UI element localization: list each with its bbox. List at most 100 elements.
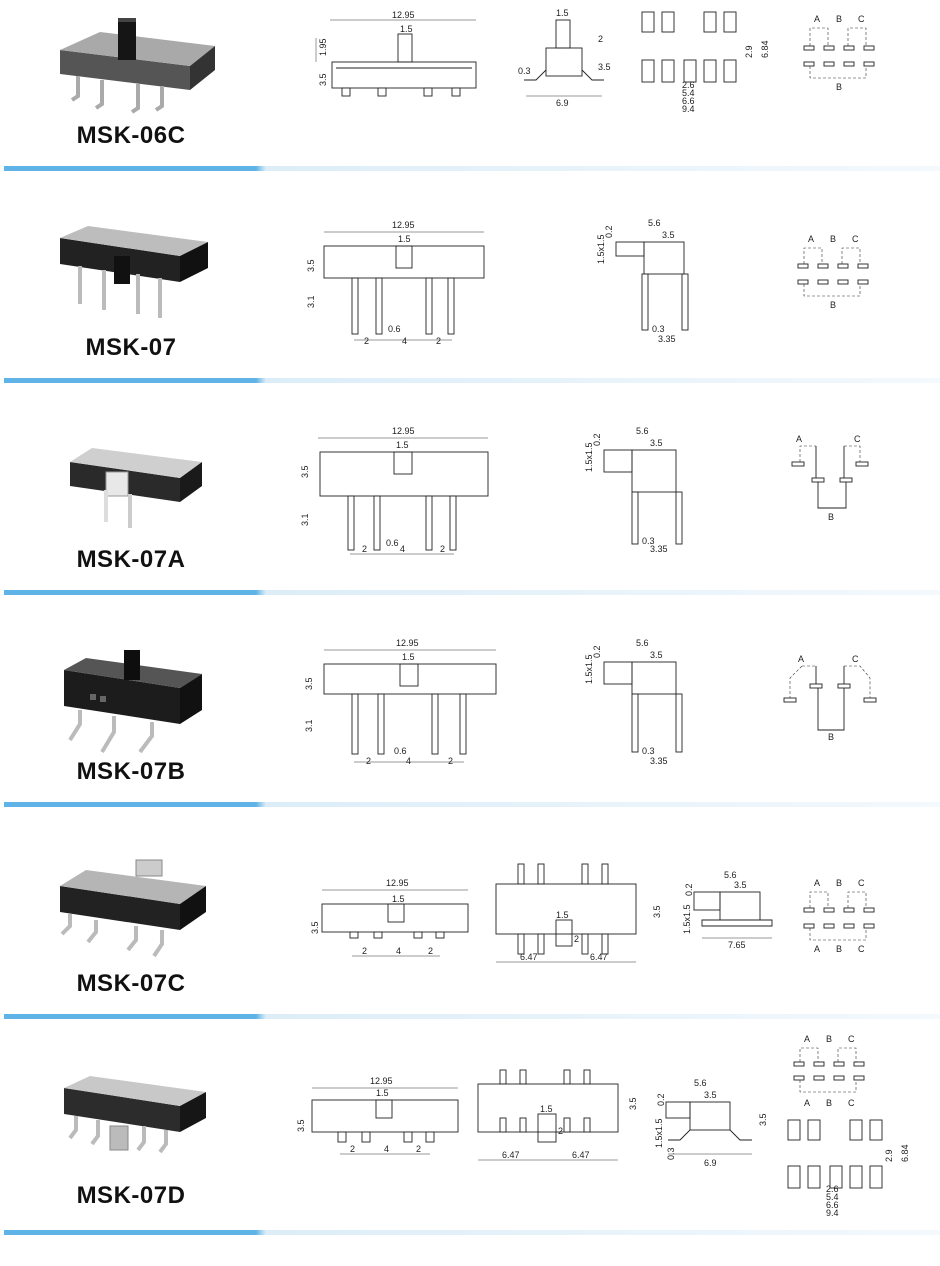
dim-bottom-knob: 1.5 xyxy=(556,910,569,920)
section-divider xyxy=(4,802,940,807)
section-divider xyxy=(4,590,940,595)
dim-pitch-1: 2 xyxy=(366,756,371,766)
circuit-b2: B xyxy=(836,944,842,954)
circuit-a: A xyxy=(814,878,820,888)
dim-knob: 1.5 xyxy=(398,234,411,244)
dim-length: 12.95 xyxy=(386,878,409,888)
dim-side-pin-thick: 0.3 xyxy=(642,746,655,756)
side-view-drawing: 5.6 3.5 0.2 1.5x1.5 0.3 3.35 xyxy=(584,426,683,554)
circuit-c: C xyxy=(852,654,859,664)
dim-length: 12.95 xyxy=(370,1076,393,1086)
dim-pitch-2: 4 xyxy=(400,544,405,554)
section-divider xyxy=(4,166,940,171)
dim-side-top: 0.2 xyxy=(592,433,602,446)
model-label: MSK-06C xyxy=(76,122,186,149)
dim-side-pin-thick: 0.3 xyxy=(652,324,665,334)
circuit-diagram: A C B xyxy=(783,654,877,742)
circuit-c2: C xyxy=(848,1098,855,1108)
circuit-a: A xyxy=(796,434,802,444)
section-divider xyxy=(4,1014,940,1019)
dim-side-h1: 2 xyxy=(598,34,603,44)
dim-side-width: 5.6 xyxy=(694,1078,707,1088)
dim-bottom-right: 6.47 xyxy=(572,1150,590,1160)
dim-pcb-h2: 6.84 xyxy=(760,40,770,58)
dim-knob: 1.5 xyxy=(396,440,409,450)
circuit-b: B xyxy=(830,234,836,244)
dim-side-knob: 3.5 xyxy=(734,880,747,890)
dim-side-knob-size: 1.5x1.5 xyxy=(682,904,692,934)
dim-pcb-h1: 2.9 xyxy=(884,1149,894,1162)
dim-length: 12.95 xyxy=(392,10,415,20)
circuit-b2: B xyxy=(826,1098,832,1108)
dim-side-pin-pitch: 3.35 xyxy=(650,756,668,766)
dim-side-top: 0.2 xyxy=(684,883,694,896)
model-label: MSK-07D xyxy=(76,1182,186,1209)
dim-bottom-left: 6.47 xyxy=(502,1150,520,1160)
dim-length: 12.95 xyxy=(396,638,419,648)
circuit-diagram: A B C A B C xyxy=(793,1034,865,1108)
dim-knob: 1.5 xyxy=(400,24,413,34)
side-view-drawing: 1.5 2 3.5 0.3 6.9 xyxy=(518,8,611,108)
front-view-drawing: 12.95 1.5 3.5 3.1 0.6 2 4 2 xyxy=(306,220,485,346)
product-row-msk-07d: MSK-07D 12.95 1.5 3.5 2 4 2 1.5 2 3.5 6.… xyxy=(0,1034,940,1266)
section-divider xyxy=(4,1230,940,1235)
front-view-drawing: 12.95 1.5 3.5 2 4 2 xyxy=(296,1076,459,1155)
circuit-b: B xyxy=(836,878,842,888)
dim-side-knob: 3.5 xyxy=(650,438,663,448)
dim-pcb-d: 9.4 xyxy=(682,104,695,114)
dim-height: 3.5 xyxy=(310,921,320,934)
dim-pitch-3: 2 xyxy=(436,336,441,346)
dim-side-top: 0.2 xyxy=(604,225,614,238)
section-divider xyxy=(4,378,940,383)
dim-knob: 1.5 xyxy=(376,1088,389,1098)
dim-side-width-2: 6.9 xyxy=(704,1158,717,1168)
model-label: MSK-07 xyxy=(85,334,177,361)
dim-pcb-b: 5.4 xyxy=(682,88,695,98)
dim-side-width: 5.6 xyxy=(636,426,649,436)
circuit-a: A xyxy=(798,654,804,664)
circuit-a2: A xyxy=(804,1098,810,1108)
dim-knob: 1.5 xyxy=(402,652,415,662)
dim-pitch-3: 2 xyxy=(448,756,453,766)
dim-top: 1.95 xyxy=(318,38,328,56)
side-view-drawing: 5.6 3.5 0.2 1.5x1.5 0.3 3.35 xyxy=(596,218,689,344)
dim-pitch-1: 2 xyxy=(364,336,369,346)
dim-pitch-3: 2 xyxy=(428,946,433,956)
dim-side-thick-2: 0.3 xyxy=(666,1147,676,1160)
dim-pitch-2: 4 xyxy=(406,756,411,766)
dim-side-width: 5.6 xyxy=(636,638,649,648)
circuit-c: C xyxy=(858,878,865,888)
dim-height: 3.5 xyxy=(304,677,314,690)
product-photo xyxy=(60,226,208,318)
dim-height: 3.5 xyxy=(300,465,310,478)
dim-height: 3.5 xyxy=(296,1119,306,1132)
circuit-b: B xyxy=(836,14,842,24)
model-label: MSK-07C xyxy=(76,970,186,997)
product-photo xyxy=(60,859,206,958)
dim-pitch-2: 4 xyxy=(402,336,407,346)
dim-bottom-knob: 1.5 xyxy=(540,1104,553,1114)
dim-pcb-b: 5.4 xyxy=(826,1192,839,1202)
product-photo xyxy=(60,18,215,114)
dim-pitch-2: 4 xyxy=(396,946,401,956)
side-view-drawing: 5.6 3.5 0.2 1.5x1.5 0.3 3.35 xyxy=(584,638,683,766)
product-row-msk-07c: MSK-07C 12.95 1.5 3.5 2 4 2 1.5 2 3.5 6.… xyxy=(0,848,940,1054)
circuit-b: B xyxy=(828,732,834,742)
dim-height: 3.5 xyxy=(306,259,316,272)
dim-side-width: 5.6 xyxy=(724,870,737,880)
dim-pin: 3.1 xyxy=(306,295,316,308)
dim-pin-width: 0.6 xyxy=(388,324,401,334)
model-label: MSK-07A xyxy=(76,546,186,573)
dim-bottom-left: 6.47 xyxy=(520,952,538,962)
model-label: MSK-07B xyxy=(76,758,186,785)
dim-bottom-knob-2: 2 xyxy=(574,934,579,944)
dim-side-pin-pitch: 3.35 xyxy=(650,544,668,554)
dim-side-knob: 3.5 xyxy=(650,650,663,660)
product-row-msk-06c: MSK-06C 12.95 1.5 1.95 3.5 1.5 2 3.5 0.3… xyxy=(0,0,940,206)
circuit-b: B xyxy=(828,512,834,522)
dim-side-width: 6.9 xyxy=(556,98,569,108)
dim-side-knob-size: 1.5x1.5 xyxy=(596,234,606,264)
dim-side-knob-size: 1.5x1.5 xyxy=(654,1118,664,1148)
dim-pin: 3.1 xyxy=(300,513,310,526)
dim-pcb-a: 2.6 xyxy=(682,80,695,90)
